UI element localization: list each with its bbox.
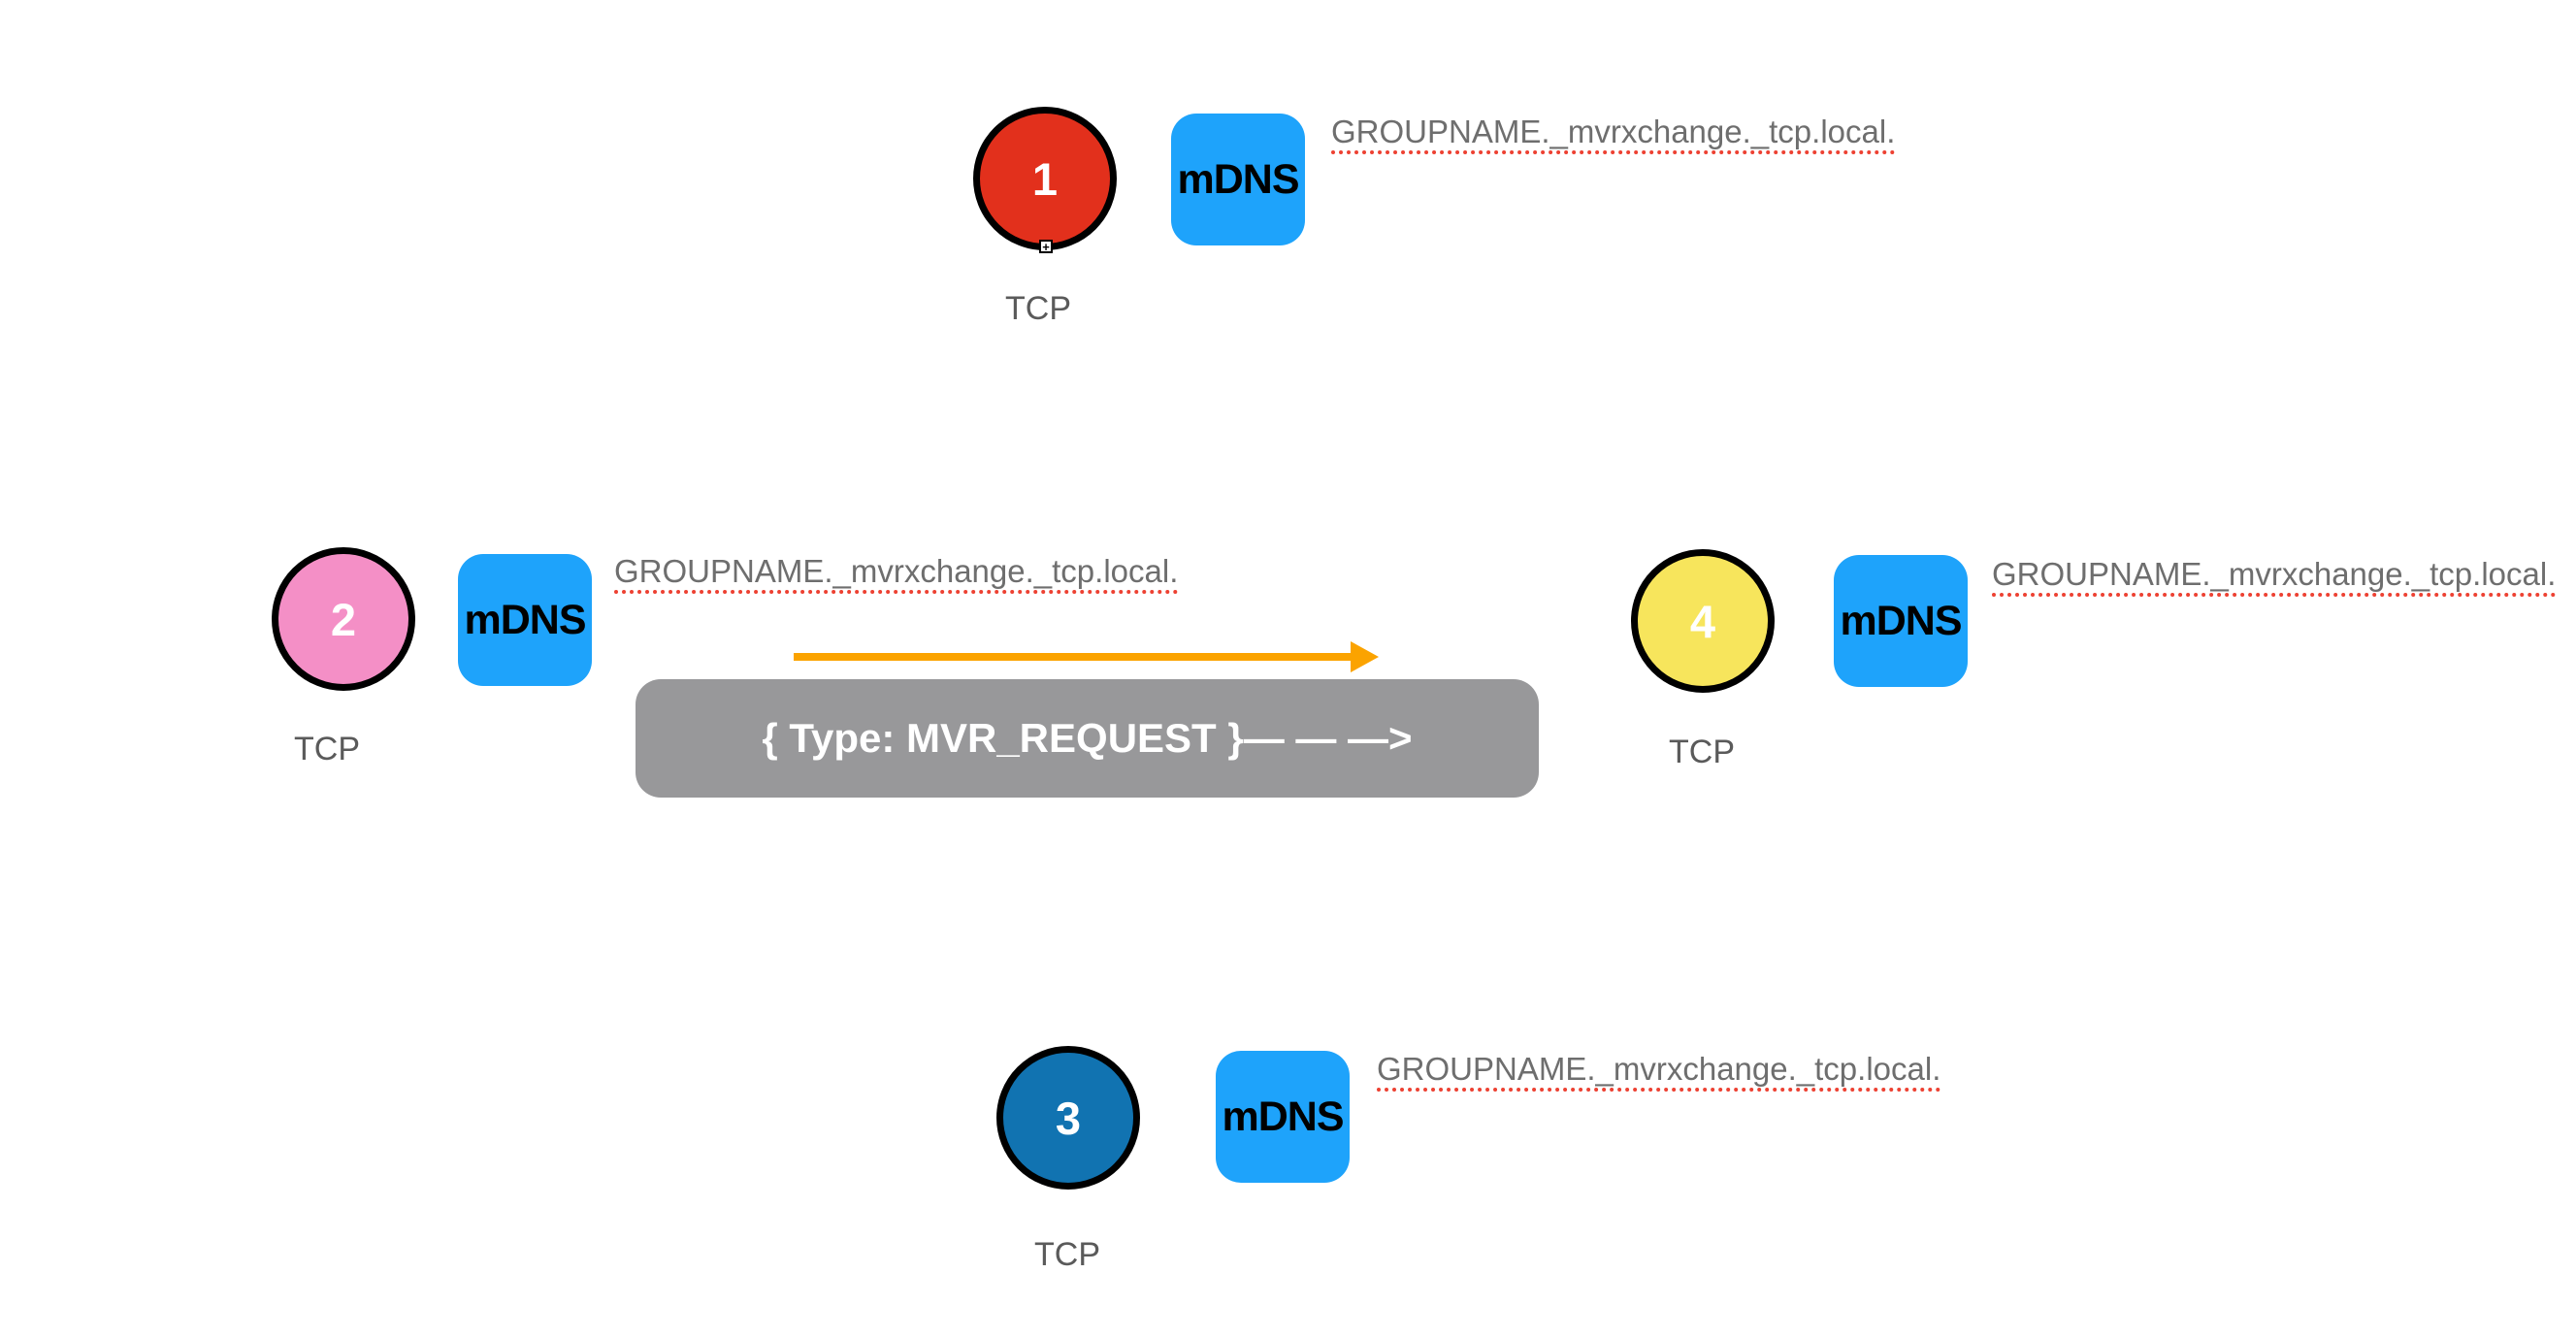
station-circle-3[interactable]: 3 <box>996 1046 1140 1190</box>
service-name-label-2: GROUPNAME._mvrxchange._tcp.local. <box>614 554 1179 594</box>
service-name-label-1: GROUPNAME._mvrxchange._tcp.local. <box>1331 114 1896 154</box>
mdns-badge-label: mDNS <box>1177 155 1299 203</box>
tcp-label-1: TCP <box>1005 290 1071 327</box>
service-name-label-3: GROUPNAME._mvrxchange._tcp.local. <box>1377 1052 1941 1092</box>
connection-handle-icon[interactable]: + <box>1039 240 1053 253</box>
request-message-box[interactable]: { Type: MVR_REQUEST }— — —> <box>636 679 1539 798</box>
mdns-badge-4[interactable]: mDNS <box>1834 555 1968 687</box>
mdns-badge-1[interactable]: mDNS <box>1171 114 1305 245</box>
station-circle-2[interactable]: 2 <box>272 547 415 691</box>
station-number-4: 4 <box>1689 595 1716 647</box>
station-circle-4[interactable]: 4 <box>1631 549 1775 693</box>
mdns-badge-2[interactable]: mDNS <box>458 554 592 686</box>
tcp-label-3: TCP <box>1034 1236 1100 1273</box>
mdns-badge-label: mDNS <box>1222 1093 1344 1140</box>
request-message-text: { Type: MVR_REQUEST }— — —> <box>762 715 1413 761</box>
station-circle-1[interactable]: 1 <box>973 107 1117 250</box>
mdns-badge-3[interactable]: mDNS <box>1216 1051 1350 1183</box>
mdns-badge-label: mDNS <box>1840 597 1962 644</box>
station-number-1: 1 <box>1031 152 1059 205</box>
station-number-2: 2 <box>330 593 357 645</box>
tcp-label-4: TCP <box>1669 734 1735 770</box>
mdns-badge-label: mDNS <box>464 596 586 643</box>
request-arrow-head-icon <box>1351 641 1379 672</box>
plus-glyph: + <box>1042 239 1050 254</box>
service-name-label-4: GROUPNAME._mvrxchange._tcp.local. <box>1992 557 2557 597</box>
tcp-label-2: TCP <box>294 731 360 767</box>
station-number-3: 3 <box>1055 1092 1082 1144</box>
